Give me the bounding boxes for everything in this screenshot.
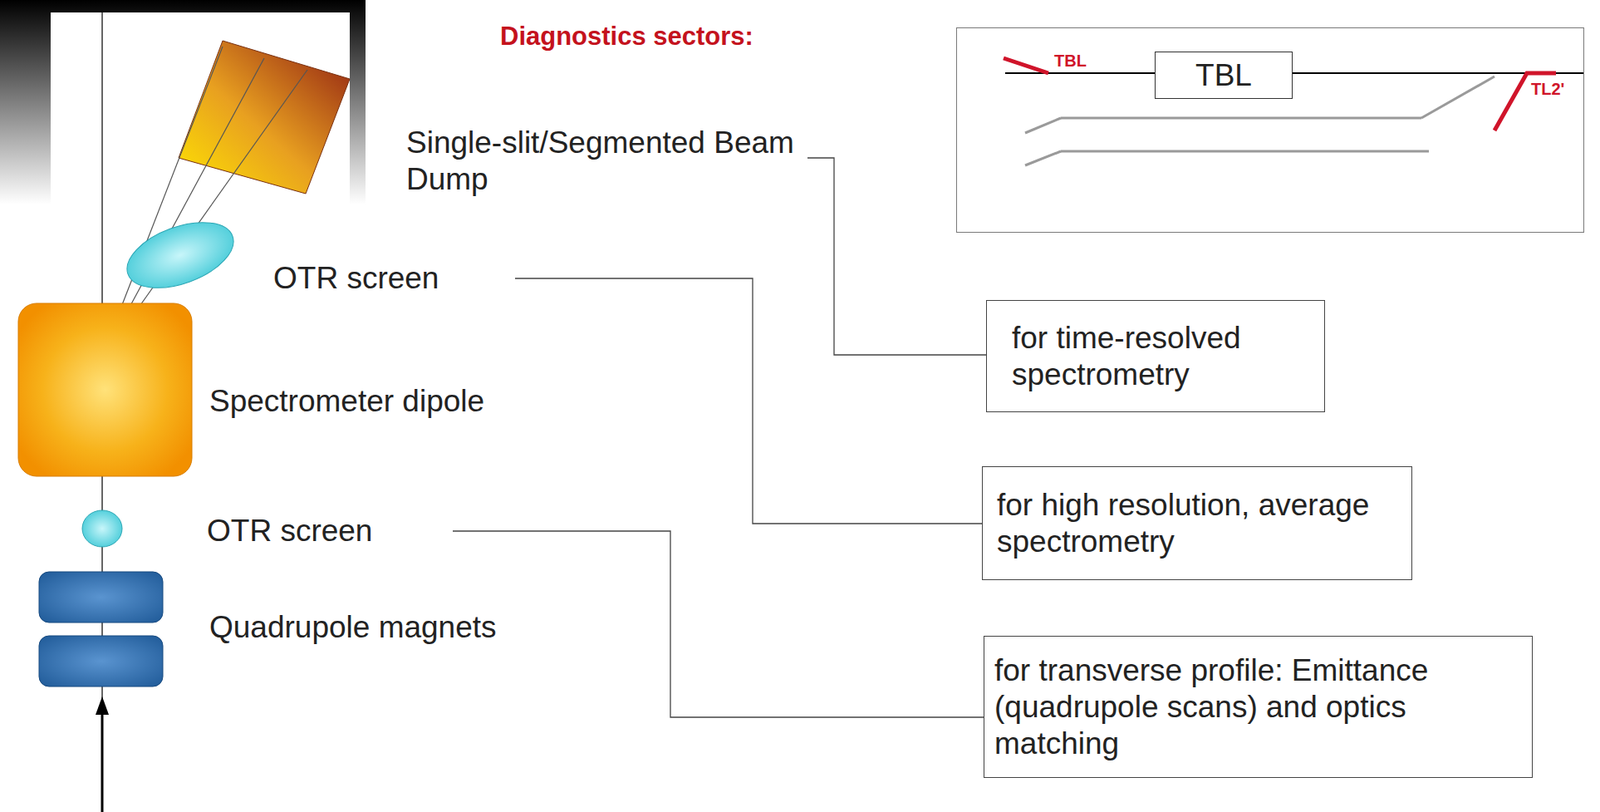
diagram-title: Diagnostics sectors: bbox=[500, 21, 754, 52]
beam-dump-housing bbox=[0, 0, 366, 205]
callout-text: for time-resolved spectrometry bbox=[1011, 319, 1316, 393]
box-text: TBL bbox=[1195, 59, 1252, 91]
leader-line bbox=[452, 157, 987, 717]
callout-box: for high resolution, average spectrometr… bbox=[981, 466, 1413, 580]
component-label: OTR screen bbox=[206, 512, 373, 550]
otr-screen-ellipse bbox=[117, 209, 242, 301]
callout-box: for time-resolved spectrometry bbox=[986, 299, 1326, 413]
inset-frame: TBL TL2' TBL bbox=[956, 27, 1585, 233]
quadrupole-magnet bbox=[39, 635, 163, 687]
segmented-beam-dump bbox=[178, 40, 350, 194]
component-label: OTR screen bbox=[273, 260, 439, 297]
quadrupole-magnet bbox=[39, 571, 163, 623]
beamline-sketch bbox=[1003, 58, 1585, 166]
callout-text: for transverse profile: Emittance (quadr… bbox=[994, 652, 1524, 762]
component-label: Quadrupole magnets bbox=[209, 608, 497, 646]
component-label: Spectrometer dipole bbox=[209, 382, 485, 420]
line-name: TBL bbox=[1054, 52, 1087, 69]
otr-screen-small bbox=[82, 510, 123, 547]
spectrometer-dipole bbox=[18, 303, 192, 477]
line-name: TL2' bbox=[1531, 80, 1565, 98]
callout-text: for high resolution, average spectrometr… bbox=[996, 486, 1404, 560]
callout-box: for transverse profile: Emittance (quadr… bbox=[983, 635, 1533, 778]
beamline-box: TBL bbox=[1154, 51, 1293, 99]
component-label: Single-slit/Segmented Beam Dump bbox=[406, 124, 797, 198]
beam-arrow-shaft bbox=[101, 711, 104, 812]
